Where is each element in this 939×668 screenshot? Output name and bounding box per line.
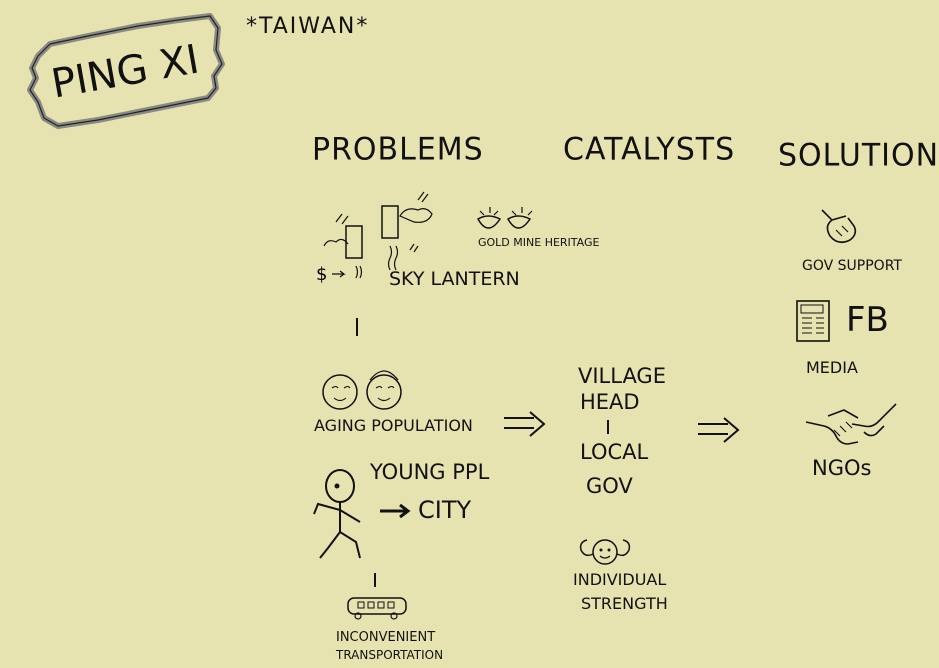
bus-icon <box>347 597 407 620</box>
handshake-icon <box>821 209 857 244</box>
strong-person-icon <box>579 539 631 565</box>
newspaper-icon <box>796 300 830 342</box>
village-head-label-line1: VILLAGE <box>578 364 666 388</box>
arrow-right-icon <box>504 411 546 437</box>
gov-support-label: GOV SUPPORT <box>802 258 902 274</box>
media-label: MEDIA <box>806 358 858 377</box>
person-walking-icon <box>313 469 361 559</box>
village-head-label-line2: HEAD <box>580 390 640 414</box>
connector-line <box>374 573 376 587</box>
local-gov-label-line1: LOCAL <box>580 440 649 464</box>
country-label: *TAIWAN* <box>246 14 370 39</box>
ngos-label: NGOs <box>812 456 872 480</box>
connector-line <box>607 420 609 434</box>
individual-strength-label-line1: INDIVIDUAL <box>573 570 667 589</box>
svg-text:$: $ <box>316 264 327 285</box>
transport-label-line1: INCONVENIENT <box>336 630 436 645</box>
young-people-label: YOUNG PPL <box>370 460 490 484</box>
heading-catalysts: CATALYSTS <box>563 131 736 168</box>
local-gov-label-line2: GOV <box>586 474 633 498</box>
arrow-right-icon <box>698 417 740 443</box>
facebook-label: FB <box>846 300 889 340</box>
gold-mine-label: GOLD MINE HERITAGE <box>478 236 600 249</box>
sky-lantern-icon: $ <box>316 191 433 285</box>
heading-problems: PROBLEMS <box>312 131 484 168</box>
title-stamp-border <box>27 13 225 129</box>
aging-population-label: AGING POPULATION <box>314 416 473 435</box>
city-label: CITY <box>418 496 472 524</box>
connector-line <box>356 318 358 336</box>
sky-lantern-label: SKY LANTERN <box>389 268 520 290</box>
transport-label-line2: TRANSPORTATION <box>336 648 444 662</box>
heading-solutions: SOLUTIONS <box>778 137 939 174</box>
elderly-faces-icon <box>322 370 402 410</box>
individual-strength-label-line2: STRENGTH <box>581 594 668 613</box>
arrow-to-city-icon <box>380 503 411 519</box>
ngo-handshake-icon <box>805 403 897 445</box>
gold-nugget-icon <box>476 207 533 229</box>
